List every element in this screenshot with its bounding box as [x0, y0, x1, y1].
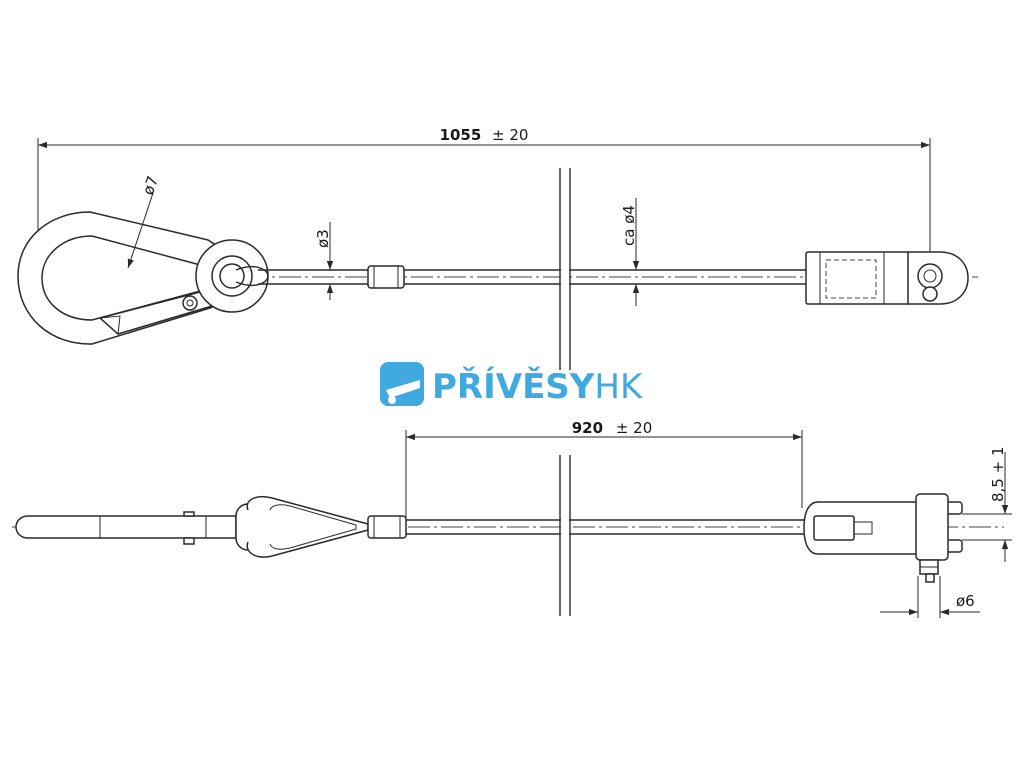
clevis-end-top: [805, 251, 969, 305]
dimension-pin-diameter: ø6: [880, 576, 980, 618]
ferrule-side: [367, 515, 407, 539]
break-lines-side: [559, 455, 571, 616]
brand-name: PŘÍVĚSYHK: [432, 366, 644, 407]
fork-width-label: 8,5 + 1: [989, 446, 1007, 502]
cable-length-label: 920 ± 20: [572, 419, 653, 437]
clevis-fork-side: [803, 493, 963, 583]
steel-cable-top: [258, 269, 806, 285]
cable-thimble: [246, 496, 369, 558]
side-view: 920 ± 20: [12, 419, 1012, 618]
sheath-diameter-label: ca ø4: [620, 205, 638, 246]
trailer-logo-icon: [380, 362, 424, 406]
carabiner-side: [15, 503, 271, 551]
dimension-fork-width: 8,5 + 1: [962, 446, 1012, 562]
steel-cable-side: [406, 519, 808, 535]
overall-length-label: 1055 ± 20: [440, 126, 529, 144]
dimension-overall-length: 1055 ± 20: [37, 126, 931, 262]
dimension-sheath-diameter: ca ø4: [620, 198, 640, 306]
carabiner-snap-hook: [17, 211, 269, 345]
dimension-cable-diameter: ø3: [314, 222, 334, 300]
break-lines-top: [559, 168, 571, 370]
dimension-carabiner-diameter: ø7: [127, 174, 162, 269]
top-view: 1055 ± 20 ø7: [17, 126, 978, 370]
ferrule-top: [367, 265, 405, 289]
dimension-cable-length: 920 ± 20: [405, 419, 803, 520]
pin-diameter-label: ø6: [956, 592, 975, 610]
cable-diameter-label: ø3: [314, 229, 332, 248]
brand-watermark: PŘÍVĚSYHK: [380, 362, 644, 407]
carabiner-diameter-label: ø7: [139, 174, 162, 198]
